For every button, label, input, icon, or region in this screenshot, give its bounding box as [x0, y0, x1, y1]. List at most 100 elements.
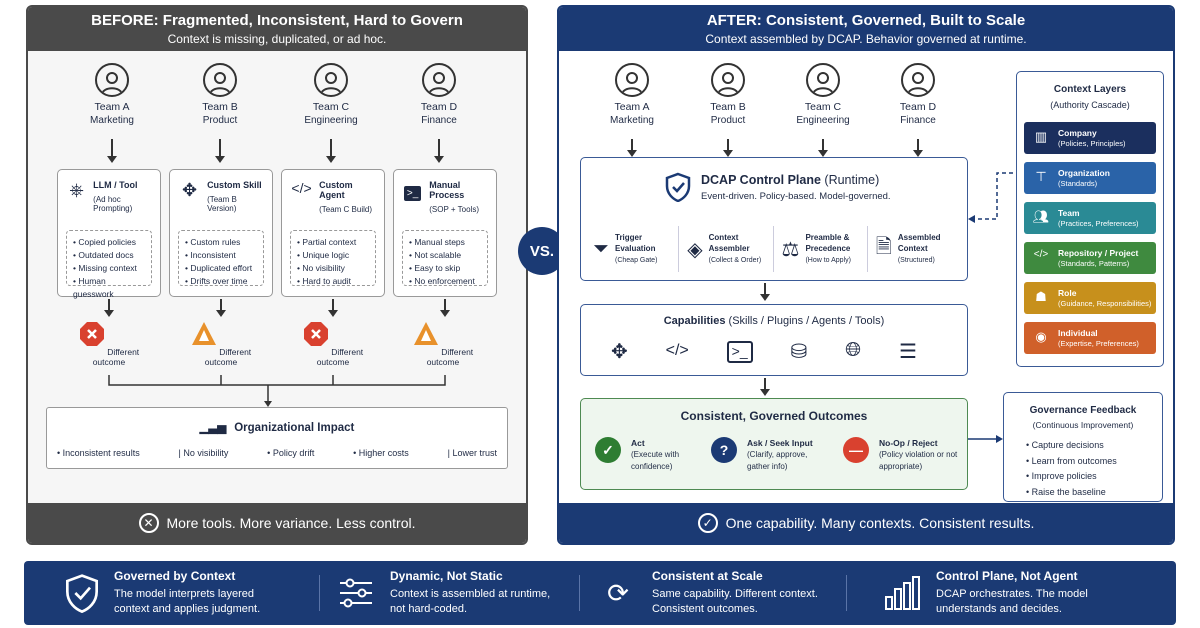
after-team-a: Team A Marketing — [592, 63, 672, 126]
layer-company: ▥Company(Policies, Principles) — [1024, 122, 1156, 154]
outcome-warning: Different outcome — [398, 321, 488, 367]
user-icon — [806, 63, 840, 97]
team-dept: Engineering — [304, 115, 358, 126]
tool-issue-list: • Partial context • Unique logic • No vi… — [290, 230, 376, 286]
before-subtitle: Context is missing, duplicated, or ad ho… — [167, 32, 387, 46]
brain-icon: ⎈ — [69, 180, 84, 200]
after-panel: AFTER: Consistent, Governed, Built to Sc… — [557, 5, 1175, 545]
list-item: • Partial context — [297, 237, 357, 247]
context-layers-box: Context Layers (Authority Cascade) ▥Comp… — [1016, 71, 1164, 367]
dcap-steps: ⏷ Trigger Evaluation(Cheap Gate) ◈ Conte… — [587, 226, 961, 272]
list-item: • Not scalable — [409, 250, 462, 260]
list-item: • Outdated docs — [73, 250, 134, 260]
bar-chart-icon — [885, 576, 920, 610]
arrow-down — [104, 299, 114, 317]
database-icon: ⛁ — [790, 341, 808, 363]
puzzle-icon: ✥ — [611, 341, 628, 363]
tool-sub: (Ad hoc Prompting) — [93, 195, 133, 213]
building-icon: ▥ — [1034, 129, 1048, 144]
arrow-down — [215, 139, 225, 163]
capabilities-icons: ✥ </> >_ ⛁ 🌐︎ ☰ — [611, 339, 917, 364]
list-item: • No enforcement — [409, 276, 475, 286]
minus-icon: — — [843, 437, 869, 463]
list-item: • Raise the baseline — [1026, 486, 1106, 497]
warning-triangle-icon — [191, 322, 216, 345]
outcome-error: Different outcome — [64, 321, 154, 367]
layer-individual: ◉Individual(Expertise, Preferences) — [1024, 322, 1156, 354]
impact-title: ▁▃▅Organizational Impact — [199, 422, 355, 434]
merge-connector — [108, 375, 446, 407]
layer-role: ☗Role(Guidance, Responsibilities) — [1024, 282, 1156, 314]
person-icon: ◉ — [1035, 329, 1047, 344]
after-team-b: Team B Product — [688, 63, 768, 126]
arrow-down — [913, 139, 923, 157]
list-item: • No visibility — [297, 263, 345, 273]
impact-item: • Inconsistent results — [57, 448, 140, 458]
arrow-down — [760, 283, 770, 301]
outcome-label: Different outcome — [204, 347, 252, 367]
before-team-b: Team B Product — [180, 63, 260, 126]
list-item: • Capture decisions — [1026, 440, 1104, 450]
governance-title: Governance Feedback — [1029, 405, 1137, 416]
after-team-d: Team D Finance — [878, 63, 958, 126]
team-name: Team C — [804, 101, 842, 113]
dcap-step-preamble: ⚖ Preamble & Precedence(How to Apply) — [774, 226, 868, 272]
tool-sub: (SOP + Tools) — [429, 205, 479, 214]
outcome-label: Different outcome — [316, 347, 364, 367]
arrow-down — [760, 378, 770, 396]
check-circle-icon: ✓ — [697, 513, 718, 533]
tool-issue-list: • Copied policies • Outdated docs • Miss… — [66, 230, 152, 299]
team-name: Team C — [312, 101, 350, 113]
user-icon — [422, 63, 456, 97]
puzzle-icon: ✥ — [181, 180, 198, 200]
outcome-label: Different outcome — [426, 347, 474, 367]
arrow-down — [723, 139, 733, 157]
list-item: • Improve policies — [1026, 471, 1097, 481]
tool-card-skill: ✥ Custom Skill (Team B Version) • Custom … — [169, 169, 273, 297]
tool-name: Custom Skill — [207, 180, 262, 190]
before-team-d: Team D Finance — [399, 63, 479, 126]
code-icon: </> — [291, 180, 312, 196]
list-item: • Missing context — [73, 263, 137, 273]
team-dept: Finance — [421, 115, 457, 126]
impact-list: • Inconsistent results | No visibility •… — [57, 448, 497, 458]
team-dept: Finance — [900, 115, 936, 126]
outcome-reject: — No-Op / Reject(Policy violation or not… — [843, 437, 959, 473]
divider — [319, 575, 320, 611]
scales-icon: ⚖ — [781, 238, 800, 261]
tool-sub: (Team B Version) — [207, 195, 237, 213]
tool-name: Custom Agent — [319, 180, 353, 200]
team-icon: 👥︎ — [1032, 209, 1050, 224]
list-item: • Inconsistent — [185, 250, 236, 260]
team-name: Team B — [202, 101, 238, 113]
feedback-connector — [968, 172, 1013, 223]
outcome-label: Different outcome — [92, 347, 140, 367]
user-icon — [901, 63, 935, 97]
after-footer: ✓ One capability. Many contexts. Consist… — [559, 503, 1173, 543]
before-header: BEFORE: Fragmented, Inconsistent, Hard t… — [28, 7, 526, 51]
governance-arrow — [968, 435, 1003, 443]
governance-list: • Capture decisions • Learn from outcome… — [1026, 438, 1117, 500]
user-icon — [314, 63, 348, 97]
list-item: • Custom rules — [185, 237, 241, 247]
layer-repository: </>Repository / Project(Standards, Patte… — [1024, 242, 1156, 274]
before-footer-text: More tools. More variance. Less control. — [166, 515, 416, 531]
dcap-title: DCAP Control Plane — [701, 172, 821, 187]
code-icon: </> — [1033, 249, 1049, 260]
capabilities-box: Capabilities (Skills / Plugins / Agents … — [580, 304, 968, 376]
user-icon — [95, 63, 129, 97]
impact-item: • Higher costs — [353, 448, 409, 458]
layers-title: Context Layers — [1053, 84, 1127, 95]
arrow-down — [440, 299, 450, 317]
list-item: • Easy to skip — [409, 263, 461, 273]
outcome-warning: Different outcome — [176, 321, 266, 367]
error-octagon-icon — [79, 322, 104, 346]
dcap-title-suffix: (Runtime) — [824, 172, 880, 187]
team-dept: Marketing — [90, 115, 134, 126]
after-subtitle: Context assembled by DCAP. Behavior gove… — [705, 32, 1027, 46]
x-circle-icon: ✕ — [138, 513, 159, 533]
bar-chart-icon: ▁▃▅ — [199, 422, 227, 434]
